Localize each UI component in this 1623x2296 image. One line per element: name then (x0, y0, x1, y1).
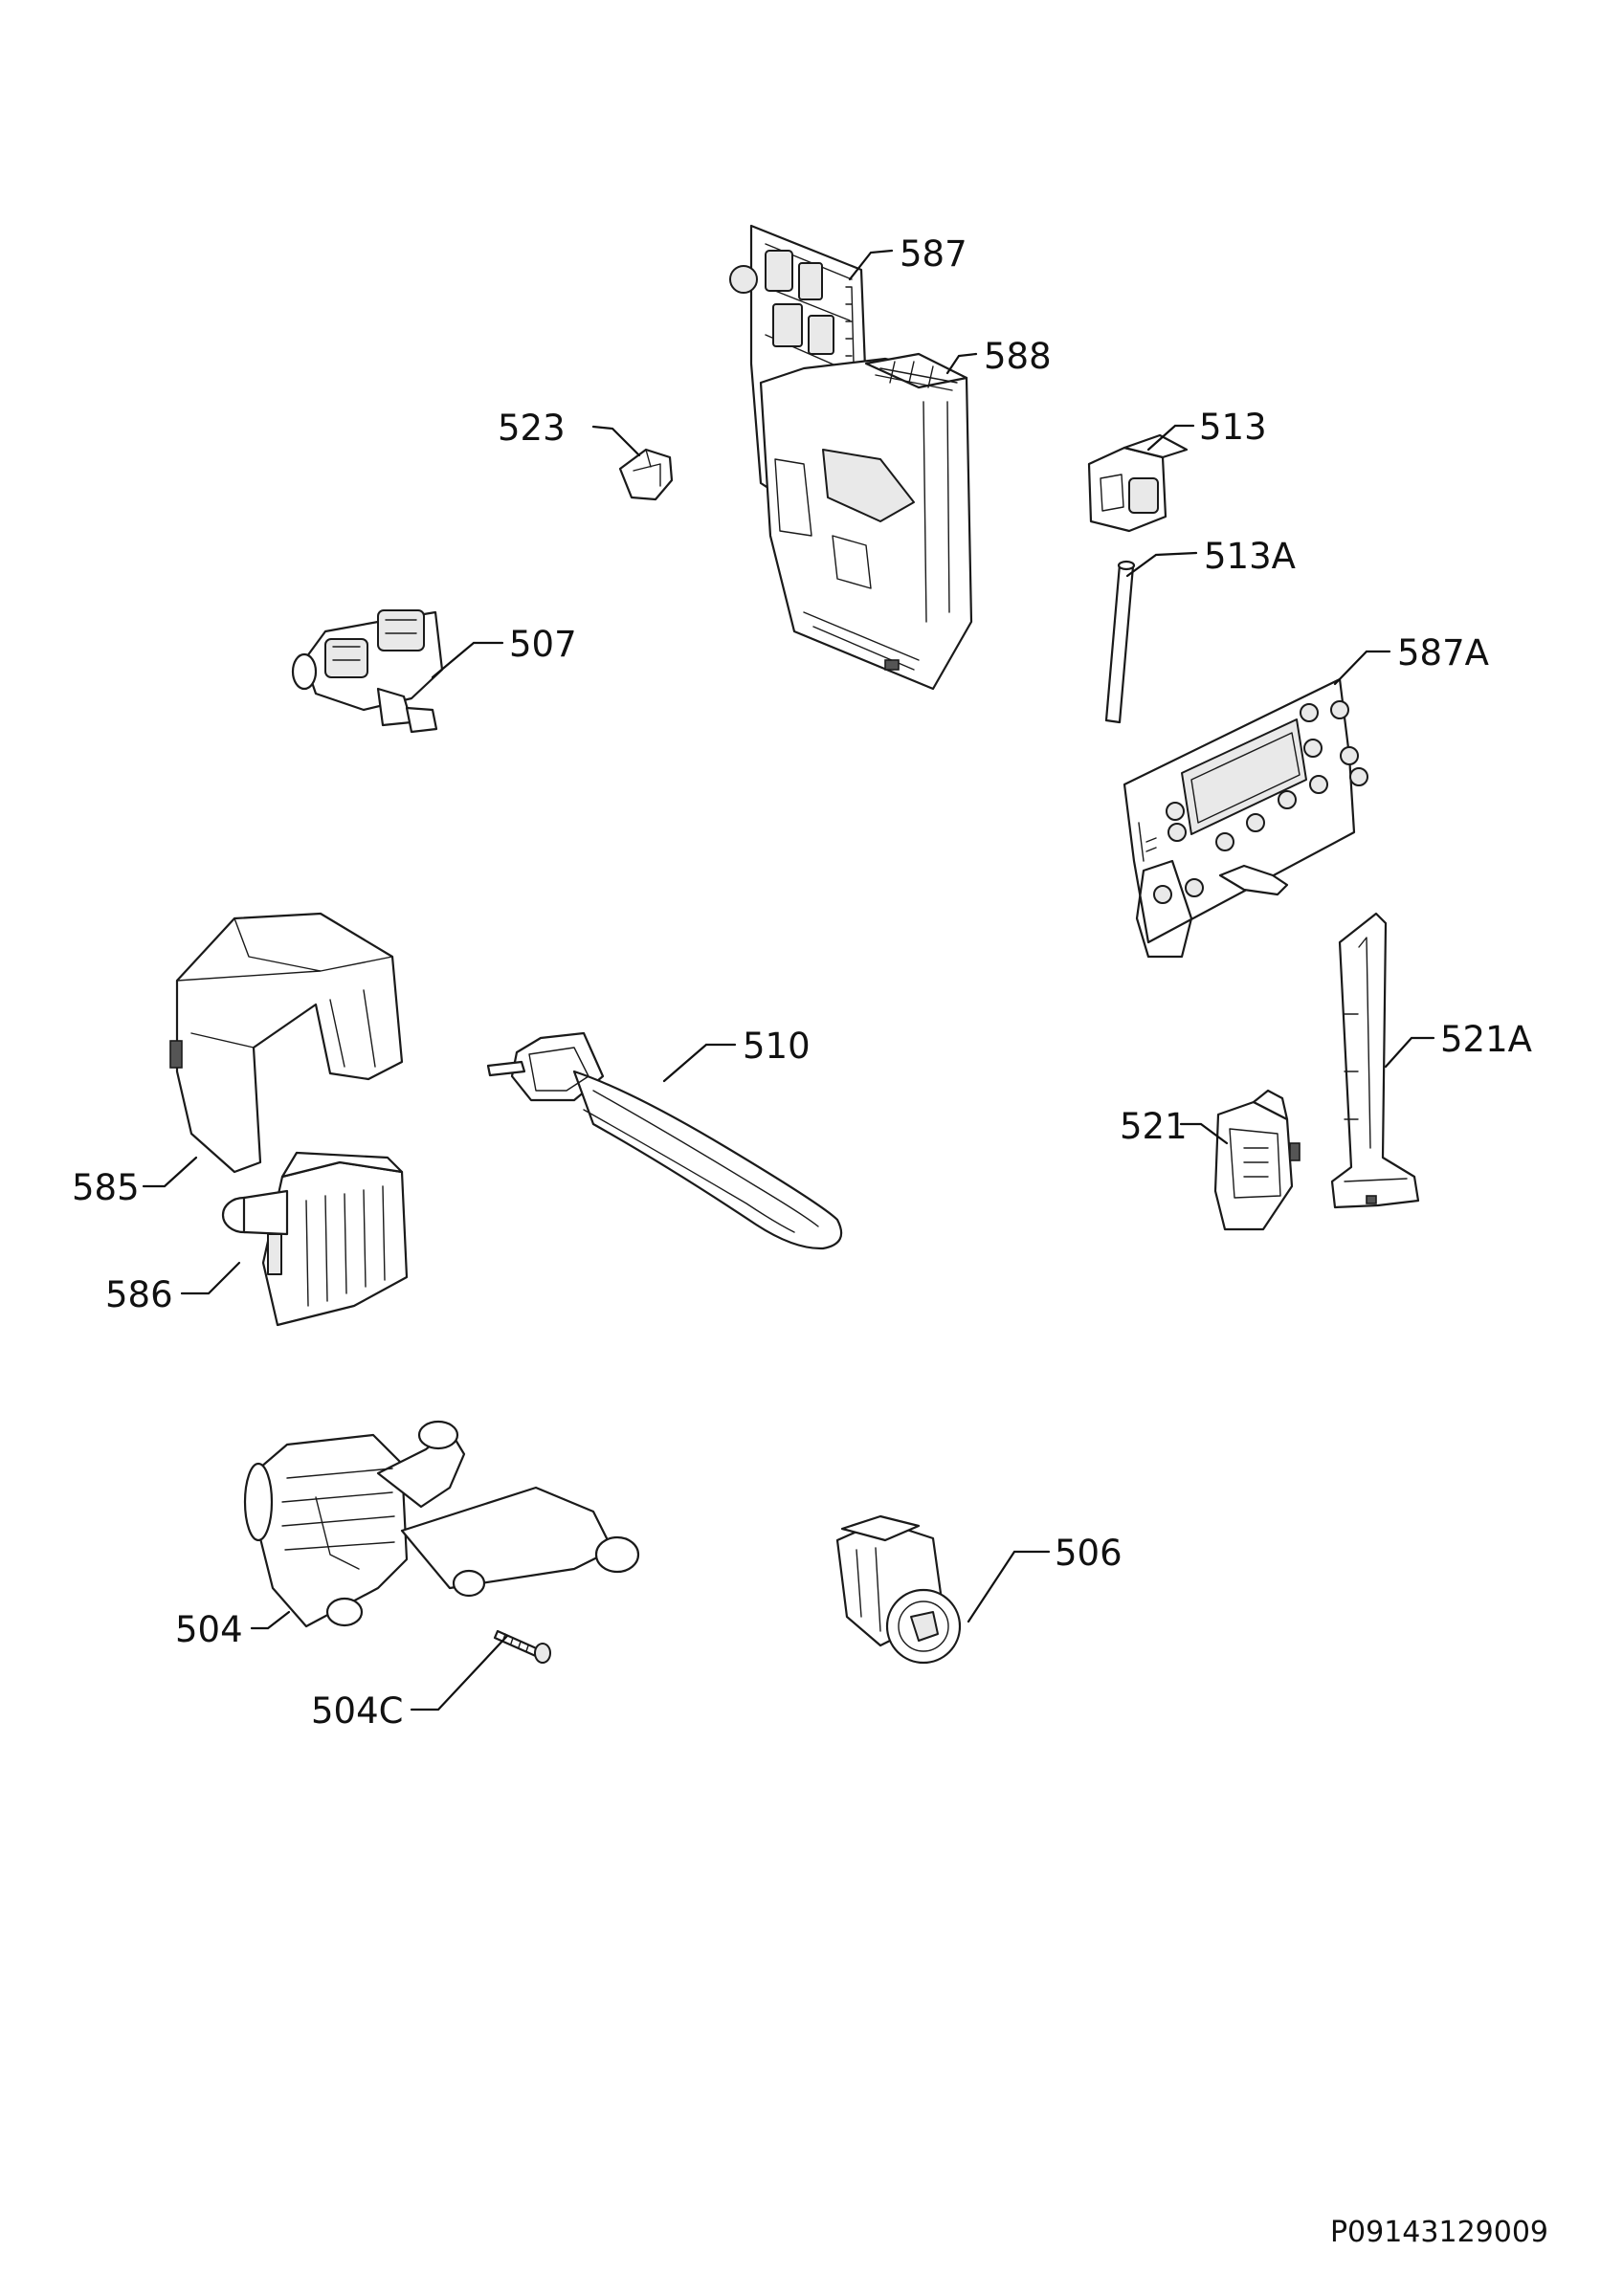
leader-521 (1179, 1122, 1229, 1145)
part-585-filter-cover (169, 912, 404, 1174)
leader-585 (142, 1156, 198, 1188)
part-586-motor-control-module (221, 1151, 409, 1327)
callout-506: 506 (1055, 1533, 1123, 1574)
callout-587A: 587A (1397, 632, 1489, 673)
leader-507 (431, 641, 504, 679)
leader-513 (1146, 424, 1195, 452)
callout-507: 507 (509, 624, 577, 665)
callout-513A: 513A (1204, 536, 1296, 577)
leader-506 (967, 1550, 1051, 1623)
drawing-code: P09143129009 (1330, 2216, 1548, 2249)
callout-585: 585 (72, 1167, 140, 1208)
callout-521: 521 (1120, 1106, 1188, 1147)
leader-504C (410, 1634, 509, 1711)
part-504-motor (243, 1420, 640, 1628)
callout-504C: 504C (311, 1690, 403, 1732)
part-507-inlet-valve (291, 609, 444, 734)
part-521-door-lock (1213, 1089, 1301, 1231)
callout-523: 523 (498, 408, 566, 449)
leader-510 (662, 1043, 737, 1083)
part-523-clip (618, 448, 674, 501)
part-513A-pressure-hose (1104, 560, 1136, 724)
callout-504: 504 (175, 1609, 243, 1650)
part-506-drain-pump (835, 1514, 962, 1665)
callout-586: 586 (105, 1274, 173, 1315)
leader-587A (1333, 650, 1391, 686)
part-510-heating-element (486, 1031, 843, 1250)
callout-510: 510 (743, 1026, 811, 1067)
part-504C-screw (493, 1629, 551, 1664)
leader-521A (1384, 1036, 1435, 1069)
part-588-board-housing (759, 352, 973, 691)
callout-labels: 587 588 523 513 513A 507 587A 510 521A 5… (72, 233, 1532, 1732)
callout-588: 588 (984, 336, 1052, 377)
leader-523 (591, 425, 641, 457)
callout-513: 513 (1199, 407, 1267, 448)
leader-513A (1125, 551, 1198, 578)
leader-587 (848, 249, 894, 281)
part-513-pressure-switch (1087, 433, 1189, 533)
part-521A-door-lock-rod (1330, 912, 1420, 1209)
part-587A-display-board (1123, 677, 1368, 959)
callout-521A: 521A (1440, 1019, 1532, 1060)
leader-588 (945, 352, 978, 375)
leader-586 (180, 1261, 241, 1295)
leader-504 (250, 1610, 291, 1630)
leader-lines (142, 249, 1435, 1711)
callout-587: 587 (900, 233, 967, 275)
